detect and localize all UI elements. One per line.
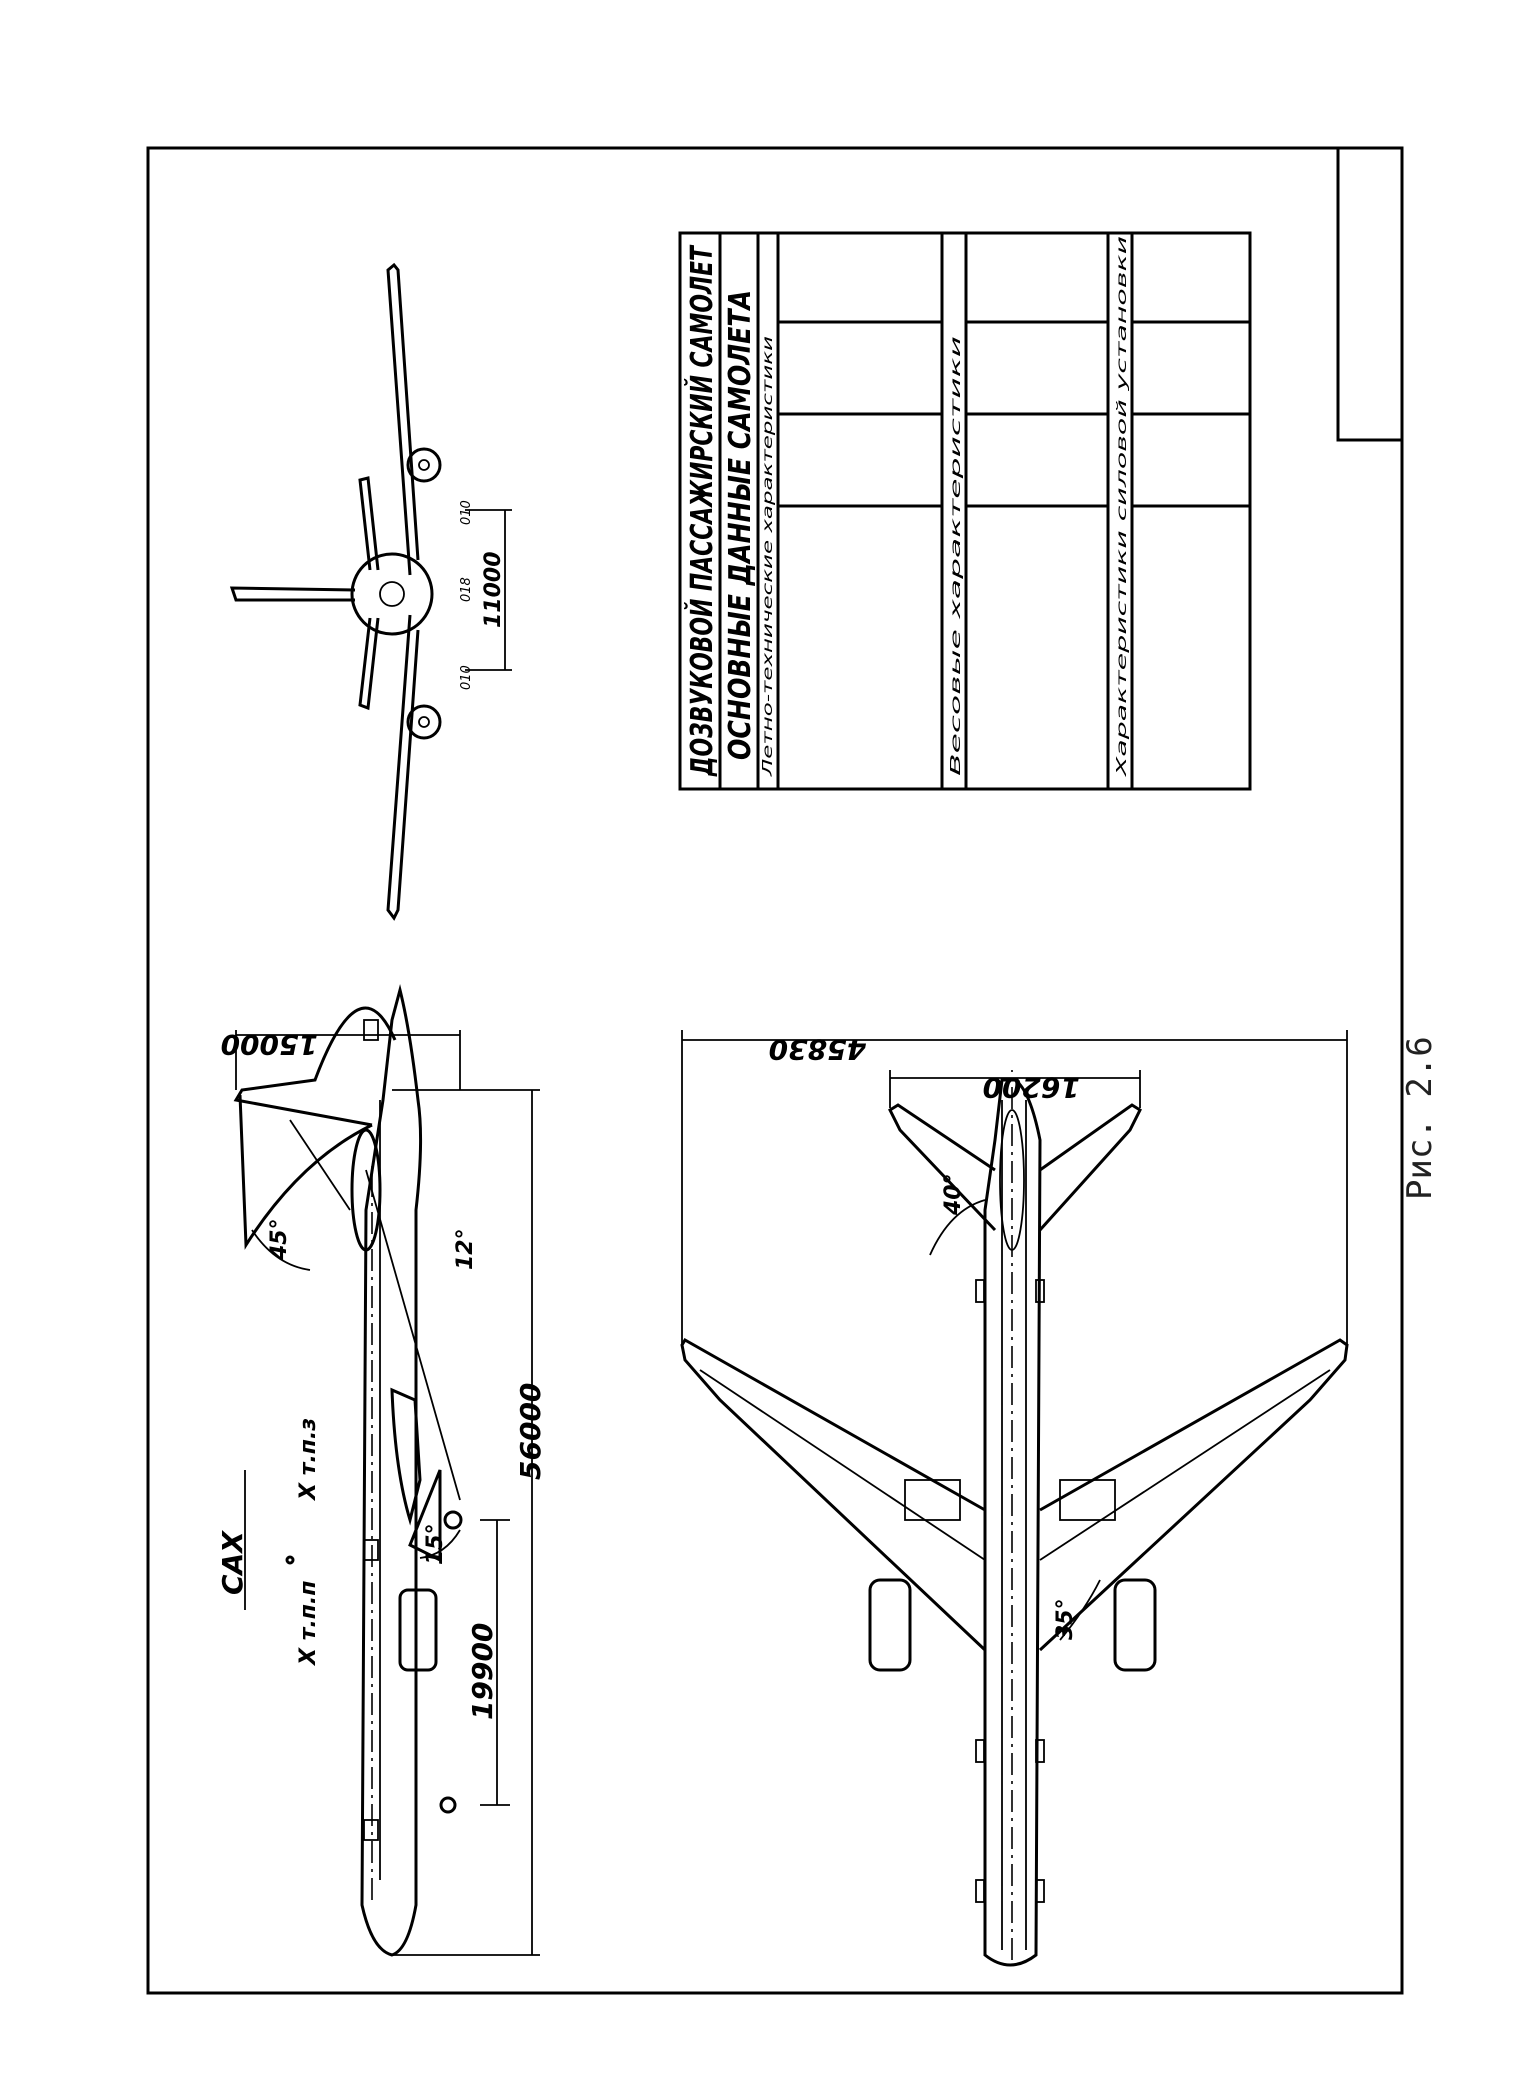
- corner-stamp: [1336, 146, 1404, 442]
- mac-x-front: X т.п.п: [296, 1581, 321, 1668]
- angle-wing-sweep: 35°: [1053, 1598, 1078, 1640]
- dim-mac-offset: 19900: [466, 1623, 499, 1720]
- table-section-1: Летно-технические характеристики: [761, 336, 776, 778]
- plan-view: 45830 16200 40° 35°: [680, 1030, 1349, 1967]
- dim-height: 15000: [221, 1028, 318, 1061]
- title-block: ДОЗВУКОВОЙ ПАССАЖИРСКИЙ САМОЛЕТ ОСНОВНЫЕ…: [678, 231, 1252, 791]
- dim-span: 45830: [769, 1033, 867, 1066]
- table-section-2: Весовые характеристики: [949, 336, 964, 776]
- table-subtitle: ОСНОВНЫЕ ДАННЫЕ САМОЛЕТА: [723, 290, 758, 760]
- sheet-frame: [146, 146, 1404, 1995]
- mac-x-rear: X т.п.з: [296, 1418, 321, 1502]
- figure-caption: Рис. 2.6: [1400, 1030, 1480, 1250]
- front-view: 11000 010 018 010: [229, 262, 512, 921]
- mac-cax-label: CAX: [216, 1530, 249, 1595]
- gear-label-right: 010: [459, 500, 474, 525]
- figure-caption-text: Рис. 2.6: [1400, 1036, 1440, 1200]
- gear-label-center: 018: [459, 577, 474, 602]
- table-section-3: Характеристики силовой установки: [1115, 236, 1130, 778]
- side-view: 15000 56000 19900 45° 12° 15° CAX X т.п.…: [216, 984, 547, 1957]
- gear-label-left: 010: [459, 665, 474, 690]
- angle-tail-clearance: 12°: [453, 1228, 478, 1270]
- table-title: ДОЗВУКОВОЙ ПАССАЖИРСКИЙ САМОЛЕТ: [684, 244, 720, 777]
- angle-gear: 15°: [423, 1523, 448, 1565]
- angle-fin-sweep: 45°: [267, 1218, 292, 1261]
- angle-stab-sweep: 40°: [941, 1173, 966, 1216]
- dim-gear-track: 11000: [481, 551, 506, 628]
- dim-tail-span: 16200: [983, 1071, 1080, 1104]
- dim-length: 56000: [514, 1383, 547, 1480]
